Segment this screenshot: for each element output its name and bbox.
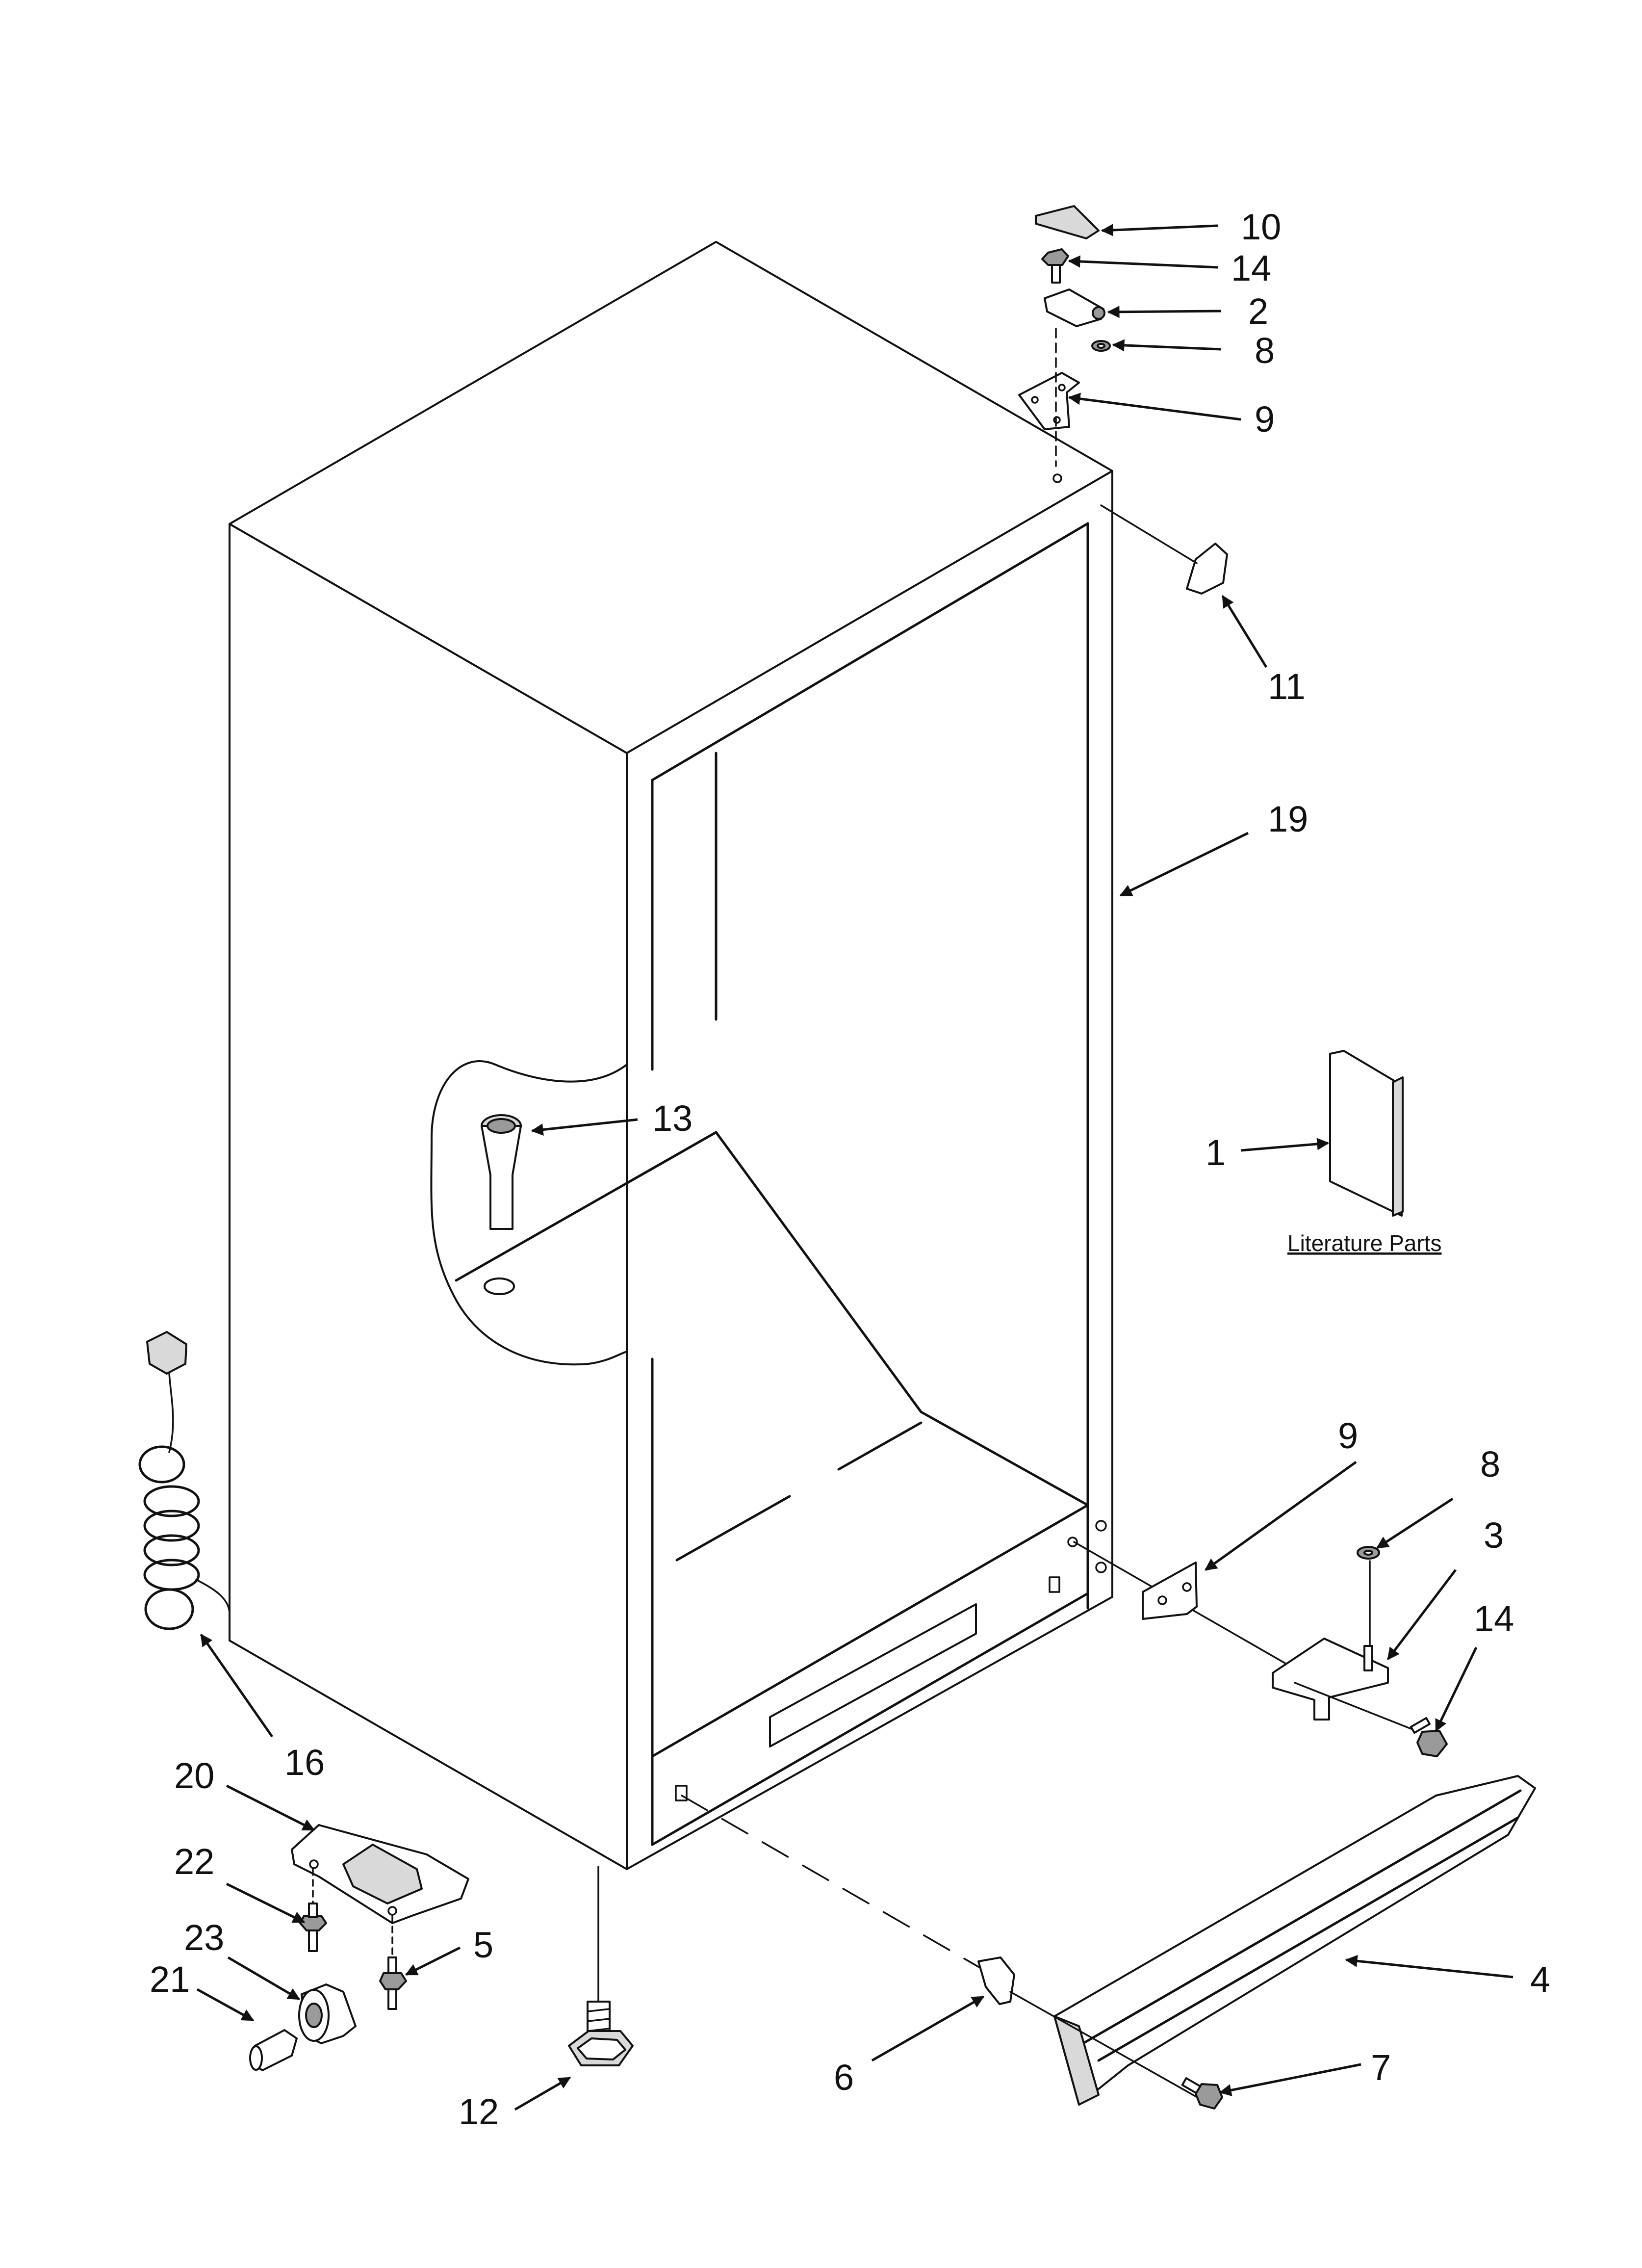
leader-lines (196, 224, 1514, 2111)
bracket-screw-b-icon (379, 1956, 407, 2010)
callout-21: 21 (150, 1959, 190, 2000)
callout-9: 9 (1255, 399, 1275, 440)
callout-6: 6 (834, 2057, 854, 2098)
callout-1: 1 (1206, 1132, 1226, 1173)
toe-grille-icon (1053, 1775, 1536, 2106)
callout-9-lower: 9 (1338, 1415, 1358, 1456)
callout-7: 7 (1371, 2047, 1391, 2088)
caster-bracket-icon (291, 1824, 469, 1924)
hinge-screw-icon (1041, 248, 1069, 284)
bottom-hinge-washer-icon (1357, 1546, 1380, 1560)
callout-22: 22 (174, 1841, 214, 1882)
callout-11: 11 (1268, 666, 1306, 707)
door-stop-icon (1100, 504, 1228, 595)
callout-4: 4 (1530, 1959, 1550, 2000)
hinge-cover-icon (1035, 205, 1100, 239)
callout-labels: 10 14 2 8 9 11 19 13 1 Literature Parts … (150, 207, 1550, 2132)
bottom-hinge-screw-icon (1410, 1717, 1448, 1757)
caster-wheel-icon (298, 1983, 357, 2044)
callout-8-lower: 8 (1480, 1444, 1500, 1485)
callout-14: 14 (1231, 248, 1271, 288)
caster-axle-icon (249, 2029, 298, 2071)
bottom-hinge-assembly (1073, 1541, 1448, 1757)
callout-8: 8 (1255, 330, 1275, 371)
grille-clip-icon (977, 1956, 1015, 2005)
callout-14-lower: 14 (1474, 1598, 1514, 1639)
callout-2: 2 (1248, 291, 1268, 332)
cabinet (229, 241, 1113, 1870)
callout-23: 23 (184, 1917, 224, 1958)
callout-5: 5 (473, 1925, 493, 1965)
callout-19: 19 (1268, 799, 1308, 839)
grille-screw-icon (1181, 2077, 1223, 2110)
top-hinge-assembly (1018, 205, 1111, 467)
washer-icon (1091, 340, 1111, 352)
callout-20: 20 (174, 1755, 214, 1796)
callout-16: 16 (284, 1742, 325, 1783)
callout-13: 13 (652, 1098, 693, 1139)
literature-booklet-icon (1329, 1050, 1404, 1217)
power-cord-icon (138, 1331, 231, 1630)
literature-parts-label: Literature Parts (1287, 1230, 1441, 1256)
leveling-leg-icon (568, 2001, 634, 2066)
callout-10: 10 (1241, 207, 1281, 247)
hinge-shim-icon (1018, 372, 1080, 430)
drain-tube-icon (481, 1114, 522, 1295)
bottom-hinge-icon (1272, 1638, 1389, 1721)
cutaway-view (430, 1060, 718, 1366)
callout-3: 3 (1484, 1515, 1504, 1556)
bottom-hinge-shim-icon (1142, 1562, 1198, 1620)
bracket-screw-a-icon (299, 1903, 327, 1952)
top-hinge-icon (1044, 288, 1105, 327)
callout-12: 12 (459, 2091, 499, 2132)
